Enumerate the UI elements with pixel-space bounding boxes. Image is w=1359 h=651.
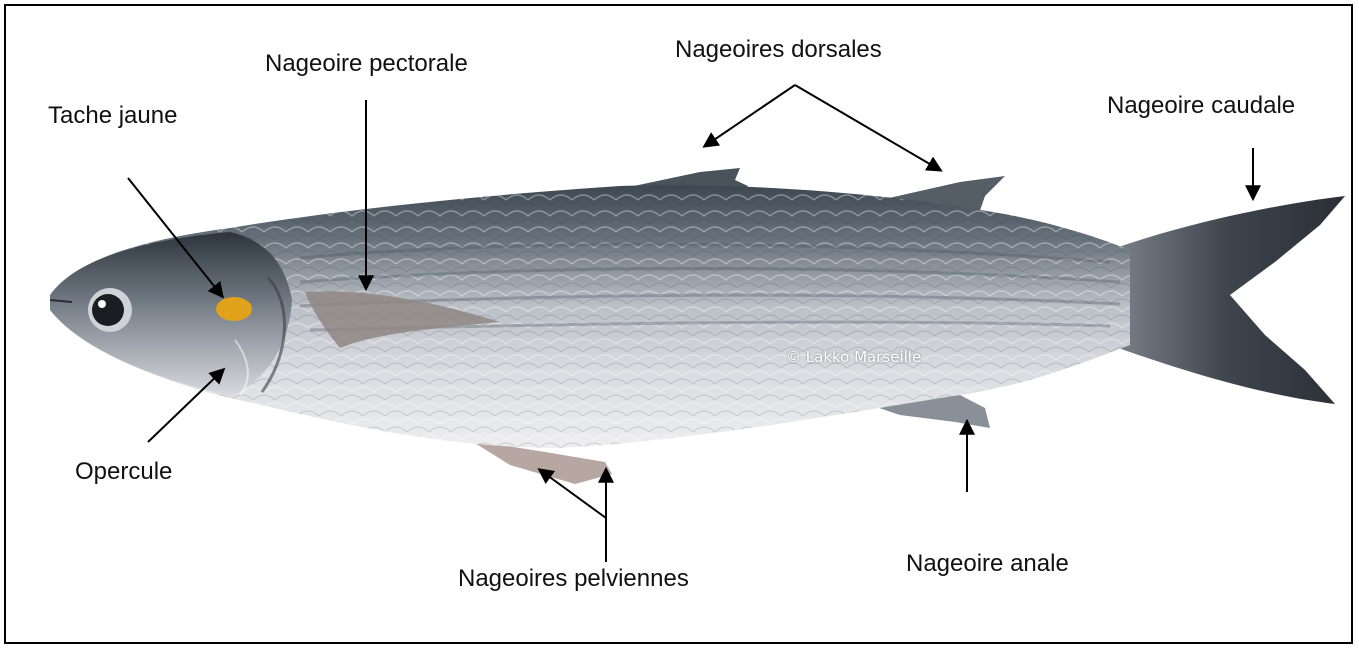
label-nageoire-pectorale: Nageoire pectorale [265, 52, 468, 76]
arrow-dorsale-1 [705, 85, 795, 146]
label-tache-jaune: Tache jaune [48, 104, 177, 128]
caudal-fin-shape [1110, 196, 1345, 404]
label-opercule: Opercule [75, 460, 172, 484]
label-nageoires-pelviennes: Nageoires pelviennes [458, 567, 689, 591]
copyright-watermark: © Lakko Marseille [786, 348, 921, 366]
arrow-dorsale-2 [795, 85, 940, 170]
fish-head [50, 232, 292, 396]
label-nageoires-dorsales: Nageoires dorsales [675, 38, 882, 62]
label-nageoire-anale: Nageoire anale [906, 552, 1069, 576]
label-nageoire-caudale: Nageoire caudale [1107, 94, 1295, 118]
yellow-spot-shape [216, 297, 252, 321]
